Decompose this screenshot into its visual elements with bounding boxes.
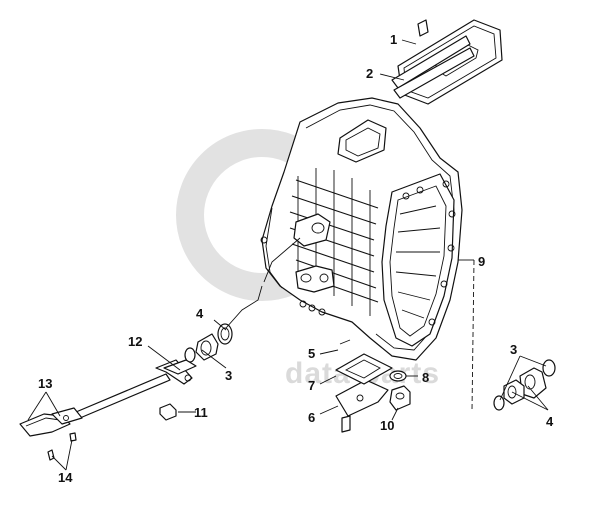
left-bushing-set (184, 323, 233, 363)
callout-3-left: 3 (225, 368, 232, 383)
selector-fork (19, 407, 83, 461)
callout-2: 2 (366, 66, 373, 81)
plug-pin (159, 403, 177, 421)
callout-6: 6 (308, 410, 315, 425)
callout-9: 9 (478, 254, 485, 269)
callout-7: 7 (308, 378, 315, 393)
callout-13: 13 (38, 376, 52, 391)
leader-lines (27, 39, 549, 471)
right-bushing-set (493, 359, 556, 411)
callout-12: 12 (128, 334, 142, 349)
callout-11: 11 (194, 405, 208, 420)
transmission-housing (260, 97, 463, 361)
callout-labels: 1 2 3 3 4 4 5 6 7 8 9 10 11 12 13 14 (38, 32, 554, 485)
cover-gasket (391, 35, 475, 99)
switch-bolt (341, 415, 351, 433)
callout-4-right: 4 (546, 414, 554, 429)
callout-10: 10 (380, 418, 394, 433)
callout-14: 14 (58, 470, 73, 485)
sealing-ring (389, 370, 407, 382)
callout-1: 1 (390, 32, 397, 47)
callout-3-right: 3 (510, 342, 517, 357)
callout-8: 8 (422, 370, 429, 385)
callout-4-left: 4 (196, 306, 204, 321)
retaining-clip (339, 339, 351, 345)
shift-shaft (75, 359, 197, 419)
callout-5: 5 (308, 346, 315, 361)
neutral-switch (389, 385, 411, 411)
detent-plate-upper (335, 353, 393, 385)
